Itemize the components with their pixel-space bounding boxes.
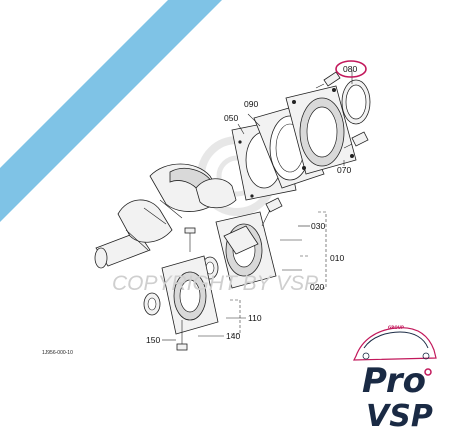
oil-seal-housing [285, 85, 357, 175]
bearing-case-110 [161, 255, 219, 335]
label-140: 140 [226, 331, 240, 341]
label-090: 090 [244, 99, 258, 109]
logo-group-text: GROUP [388, 325, 404, 330]
logo-pro-text: Pro [362, 361, 426, 401]
leader-lines [162, 70, 353, 341]
oil-seal-080 [341, 79, 371, 125]
label-070: 070 [337, 165, 351, 175]
pro-vsp-logo: GROUP Pro VSP [353, 325, 437, 434]
label-020: 020 [310, 282, 324, 292]
label-110: 110 [248, 313, 262, 323]
bolt-070 [315, 71, 369, 149]
label-080: 080 [343, 64, 357, 74]
bolt-150 [176, 227, 196, 351]
bearing-case-010 [215, 211, 277, 289]
diagram-reference-code: 1J956-000-10 [42, 350, 73, 356]
logo-vsp-text: VSP [366, 399, 433, 434]
crankshaft-part [94, 163, 237, 269]
highlight-080-ring [335, 60, 367, 78]
assembly-brackets [230, 211, 327, 335]
logo-accent-dot [424, 368, 432, 376]
label-010: 010 [330, 253, 344, 263]
bolt-030 [261, 197, 283, 227]
label-150: 150 [146, 335, 160, 345]
copyright-watermark: COPYRIGHT BY VSP [112, 272, 318, 295]
label-030: 030 [311, 221, 325, 231]
label-050: 050 [224, 113, 238, 123]
